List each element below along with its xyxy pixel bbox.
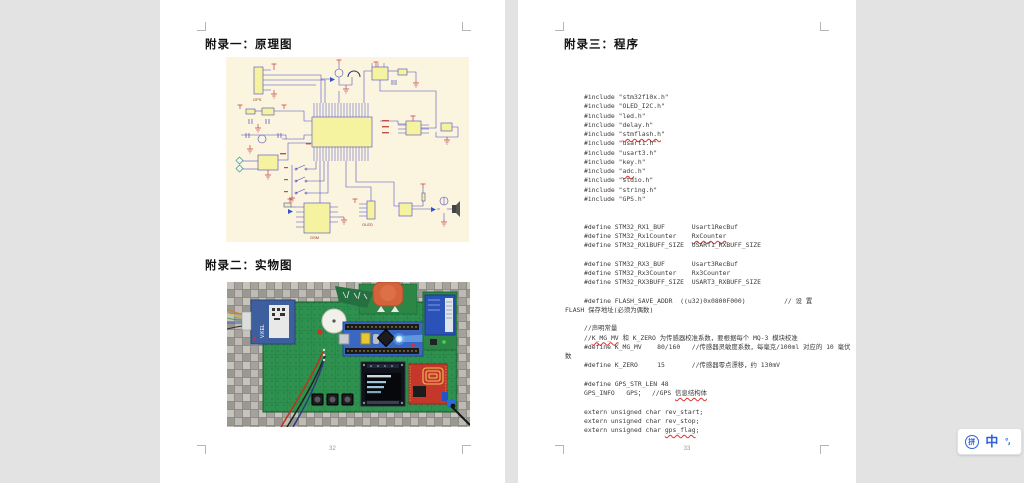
ime-language-mode-toggle[interactable]: 中 xyxy=(985,434,999,449)
schematic-label-oled: OLED xyxy=(362,222,373,227)
code-line: #define K_MG_MV 80/160 //传感器灵敏度系数，每毫克/10… xyxy=(584,342,851,351)
code-line: #include "stm32f10x.h" xyxy=(584,93,669,101)
code-line: #include "stdio.h" xyxy=(584,176,654,185)
schematic-label-gps: GPS xyxy=(253,97,262,102)
document-page-right[interactable]: 附录三：程序 #include "stm32f10x.h"#include "O… xyxy=(518,0,856,483)
code-line: #include "OLED_I2C.h" xyxy=(584,102,665,111)
page-number-right: 33 xyxy=(683,446,691,452)
code-line xyxy=(565,371,850,380)
code-line: #include "string.h" xyxy=(584,185,658,194)
text-boundary-mark xyxy=(555,445,564,454)
code-line: #include "stmflash.h" xyxy=(584,130,665,138)
schematic-wires xyxy=(241,63,459,219)
mcu-pins xyxy=(263,63,429,228)
text-boundary-mark xyxy=(197,22,206,31)
page-number-left: 32 xyxy=(329,446,336,452)
appendix3-title: 附录三：程序 xyxy=(564,39,639,51)
schematic-label-gsm: GSM xyxy=(310,235,319,240)
code-line: //声明常量 xyxy=(584,324,618,333)
code-line xyxy=(565,250,850,259)
gas-sensor-module xyxy=(358,282,418,315)
code-line: #include "key.h" xyxy=(584,157,646,166)
code-line: #define FLASH_SAVE_ADDR ((u32)0x0800F000… xyxy=(584,296,813,305)
code-line: #define STM32_Rx3Counter Rx3Counter xyxy=(584,268,731,277)
code-line: 数 xyxy=(565,352,572,360)
code-line: #include "usart3.h" xyxy=(584,148,658,157)
push-buttons xyxy=(311,393,354,406)
usb-connector xyxy=(338,333,350,345)
code-line: extern unsigned char gps_flag; xyxy=(584,426,700,434)
red-led xyxy=(317,329,323,335)
blue-led xyxy=(397,337,401,341)
power-wires xyxy=(280,351,326,427)
gps-connector xyxy=(253,66,264,95)
code-line xyxy=(565,315,850,324)
document-page-left[interactable]: 附录一：原理图 xyxy=(160,0,505,483)
code-line: #define STM32_RX3_BUF Usart3RecBuf xyxy=(584,259,738,268)
code-line: #include "GPS.h" xyxy=(584,194,646,203)
oled-connector xyxy=(366,200,376,220)
text-boundary-mark xyxy=(462,22,471,31)
code-line: #include "led.h" xyxy=(584,111,646,120)
boot-jumpers xyxy=(360,332,371,345)
code-line: GPS_INFO GPS； //GPS 信息结构体 xyxy=(584,389,707,397)
code-line: extern unsigned char rev_start; xyxy=(584,407,704,416)
gsm-module-block xyxy=(303,202,331,234)
code-line: #define K_ZERO 15 //传感器零点漂移，约 130mV xyxy=(584,361,781,370)
ime-toolbar[interactable]: 拼 中 °， xyxy=(957,428,1022,455)
code-line: #include "usart1.h" xyxy=(584,139,658,148)
gps-module: V.KEL xyxy=(227,299,296,345)
appendix2-title: 附录二：实物图 xyxy=(205,260,293,272)
oled-display xyxy=(360,361,406,407)
code-line: #define STM32_Rx1Counter RxCounter xyxy=(584,231,727,240)
ime-logo-icon[interactable]: 拼 xyxy=(964,434,979,449)
code-line: #define STM32_RX1BUFF_SIZE USART1_RXBUFF… xyxy=(584,241,761,249)
pcb-silkscreen-marking xyxy=(335,286,373,308)
schematic-image[interactable]: GPS GSM OLED xyxy=(226,57,469,242)
code-line: #define STM32_RX1_BUF Usart1RecBuf xyxy=(584,222,738,231)
relay-module xyxy=(422,291,458,351)
code-line: //K_MG_MV 和 K_ZERO 为传感器校准系数，要根据每个 MQ-3 模… xyxy=(584,333,798,342)
code-line xyxy=(565,213,850,222)
mcu-chip xyxy=(376,328,396,348)
code-line: extern unsigned char rev_stop; xyxy=(584,416,700,425)
schematic-components xyxy=(245,66,453,234)
gps-module-label: V.KEL xyxy=(260,324,266,338)
code-line: #define GPS_STR_LEN 48 xyxy=(584,379,669,388)
schematic-symbols xyxy=(235,59,460,227)
text-boundary-mark xyxy=(820,445,829,454)
text-boundary-mark xyxy=(820,22,829,31)
code-line: FLASH 保存地址(必须为偶数) xyxy=(565,305,654,314)
appendix1-title: 附录一：原理图 xyxy=(205,39,293,51)
code-line: #define STM32_RX3BUFF_SIZE USART3_RXBUFF… xyxy=(584,278,761,286)
code-line: #include "delay.h" xyxy=(584,120,654,129)
code-line xyxy=(565,398,850,407)
code-line xyxy=(565,204,850,213)
buzzer xyxy=(321,308,347,334)
ribbon-wires xyxy=(227,308,243,330)
text-boundary-mark xyxy=(555,22,564,31)
text-boundary-mark xyxy=(197,445,206,454)
code-line xyxy=(565,287,850,296)
code-lines: #include "stm32f10x.h"#include "OLED_I2C… xyxy=(565,93,850,435)
photo-image[interactable]: V.KEL xyxy=(227,282,470,427)
code-line: #include "adc.h" xyxy=(584,167,646,175)
gsm-module xyxy=(408,363,455,408)
mcu-block xyxy=(311,116,373,148)
ime-punctuation-toggle[interactable]: °， xyxy=(1005,437,1015,446)
text-boundary-mark xyxy=(462,445,471,454)
